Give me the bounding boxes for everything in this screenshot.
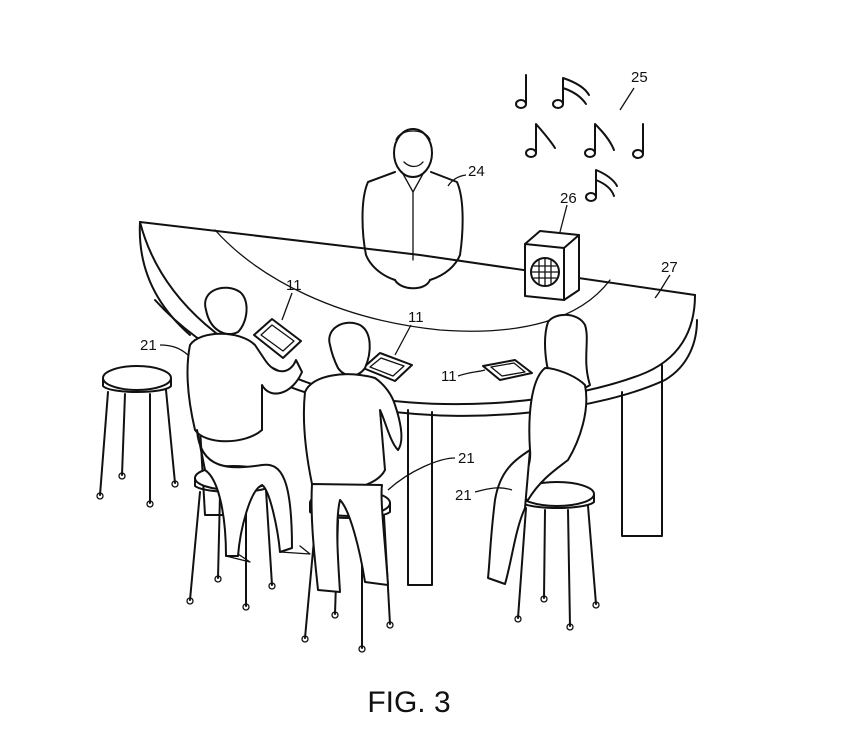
ref-device-1: 11 <box>286 277 302 294</box>
ref-music: 25 <box>631 69 648 86</box>
patron-left <box>186 286 311 563</box>
ref-patron-3: 21 <box>455 487 472 504</box>
ref-speaker: 26 <box>560 190 577 207</box>
music-note-icon <box>515 74 527 109</box>
figure-caption: FIG. 3 <box>367 686 450 719</box>
leader-device-1 <box>281 292 293 321</box>
leader-attendant <box>447 174 467 187</box>
leader-patron-2 <box>387 457 456 491</box>
ref-device-3: 11 <box>441 368 457 385</box>
bar-stool-empty <box>96 365 179 508</box>
ref-attendant: 24 <box>468 163 485 180</box>
leader-device-2 <box>394 324 412 356</box>
leader-patron-1 <box>159 344 189 356</box>
music-notes <box>515 74 644 202</box>
bar-stool-right <box>514 481 600 631</box>
music-note-icon <box>585 169 618 202</box>
attendant-figure <box>361 128 464 290</box>
ref-device-2: 11 <box>408 309 424 326</box>
leader-music <box>619 87 635 111</box>
leader-speaker <box>559 204 568 233</box>
tablet-devices <box>253 318 533 382</box>
leader-lines <box>159 87 671 493</box>
reference-numerals: 24 25 26 27 11 11 11 21 21 21 <box>140 69 678 504</box>
patron-middle <box>302 321 403 593</box>
music-note-icon <box>552 77 590 109</box>
leader-device-3 <box>457 369 486 377</box>
music-note-icon <box>584 123 615 158</box>
ref-patron-2: 21 <box>458 450 475 467</box>
ref-counter: 27 <box>661 259 678 276</box>
leader-patron-3 <box>474 487 513 493</box>
music-note-icon <box>525 123 556 158</box>
music-note-icon <box>632 123 644 159</box>
ref-patron-1: 21 <box>140 337 157 354</box>
patron-right <box>487 313 591 585</box>
speaker-box <box>524 230 580 301</box>
leader-counter <box>654 274 671 299</box>
